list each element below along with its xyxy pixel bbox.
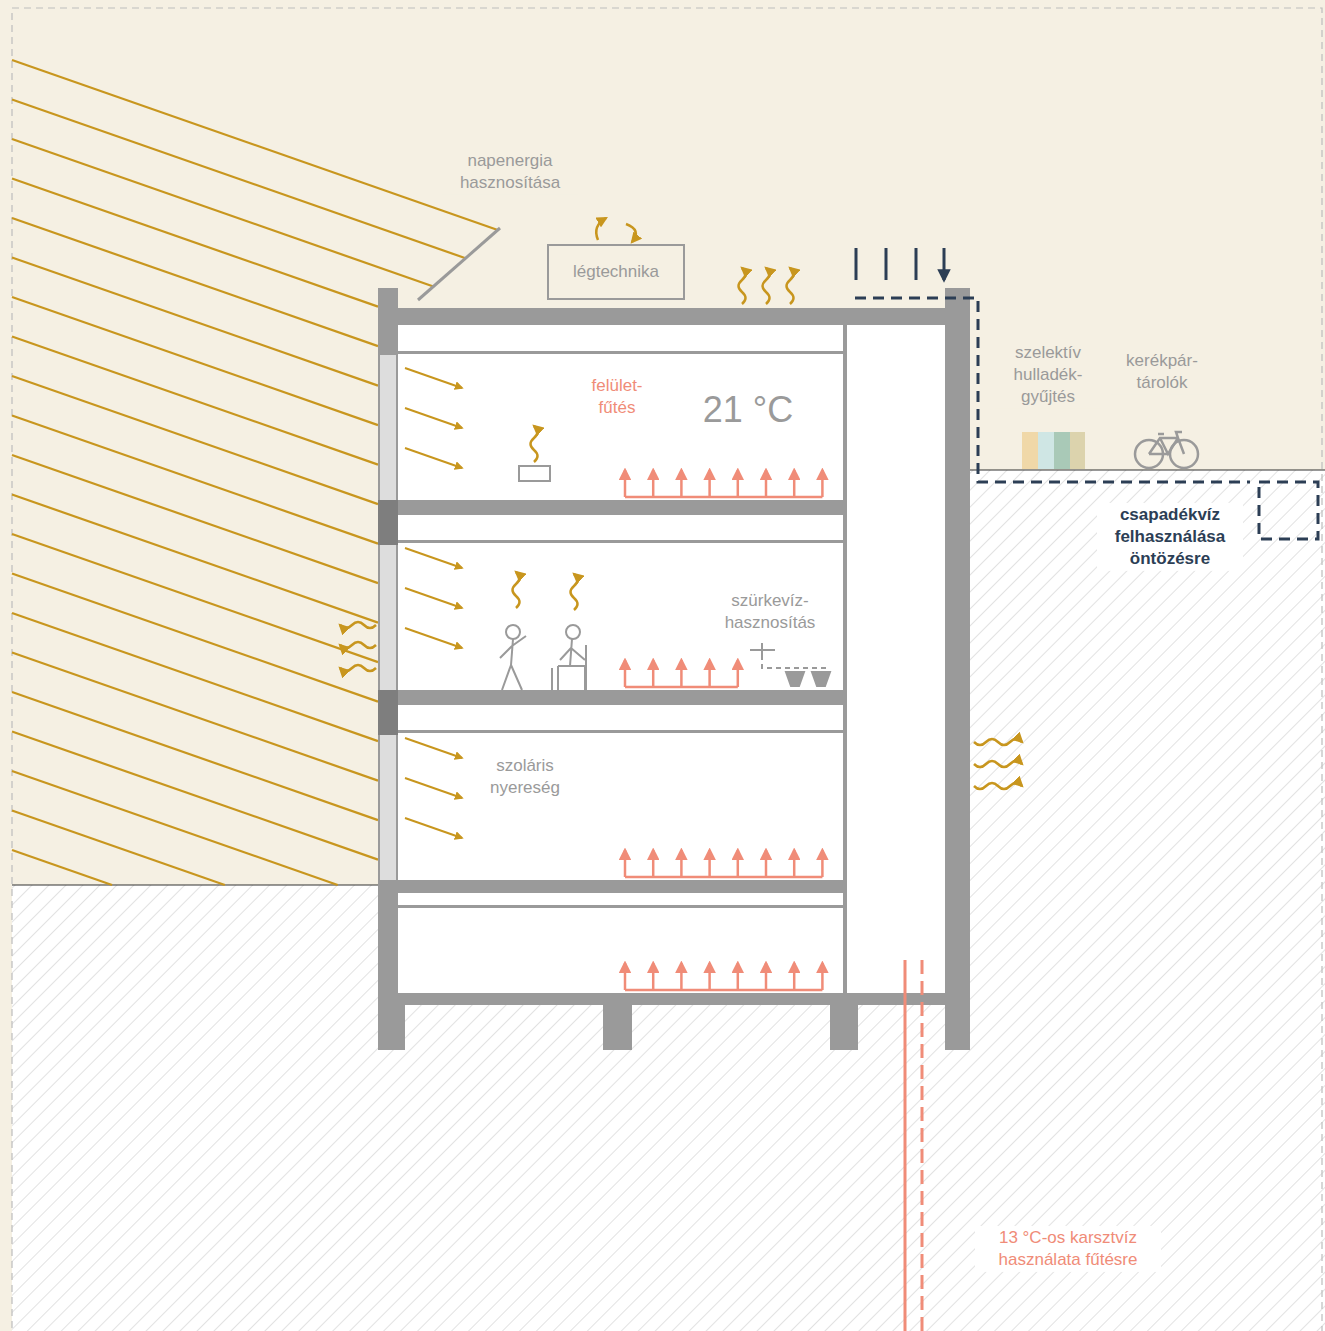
annotation-label: felület- fűtés	[579, 374, 655, 420]
ground-line	[970, 469, 1325, 470]
greywater-icon	[750, 643, 830, 686]
people-icon	[500, 625, 586, 690]
floor-heating	[625, 470, 822, 990]
annotation-label: kerékpár- tárolók	[1112, 349, 1213, 395]
equipment-box: légtechnika	[547, 244, 685, 300]
annotation-label: csapadékvíz felhasználása öntözésre	[1097, 503, 1243, 571]
solar-panel	[418, 228, 500, 300]
annotation-label: 21 °C	[685, 386, 811, 435]
annotation-label: szürkevíz- hasznosítás	[705, 589, 836, 635]
karst-pipe	[904, 960, 907, 1331]
frame	[12, 8, 1322, 1331]
annotation-label: napenergia hasznosítása	[442, 149, 578, 195]
building	[378, 288, 970, 1050]
bicycle-icon	[1135, 432, 1198, 468]
karst-pipe	[921, 960, 924, 1331]
solar-gain-arrows	[405, 368, 462, 838]
box-label: légtechnika	[573, 262, 659, 282]
ground-line	[12, 884, 378, 885]
annotation-label: szoláris nyereség	[472, 754, 578, 800]
rainwater-system	[855, 248, 1318, 539]
waste-bins	[1022, 432, 1085, 469]
device-icon	[519, 466, 550, 481]
annotation-label: szelektív hulladék- gyűjtés	[995, 341, 1101, 409]
heat-waves	[340, 218, 1022, 789]
annotation-label: 13 °C-os karsztvíz használata fűtésre	[975, 1226, 1161, 1272]
